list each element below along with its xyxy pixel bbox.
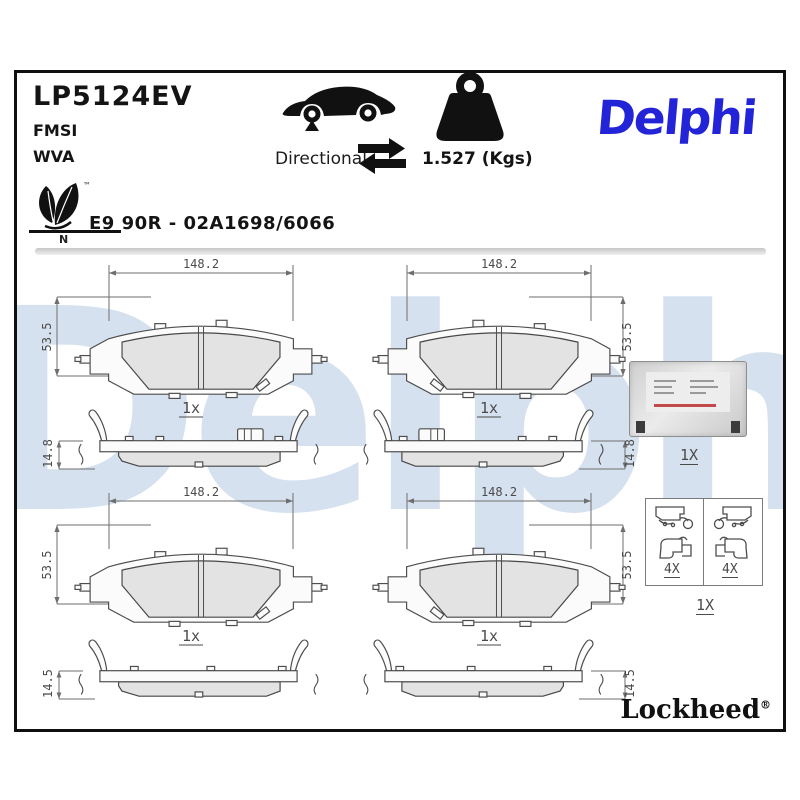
clip-cell-right: 4X	[703, 499, 761, 585]
svg-text:14.5: 14.5	[41, 669, 55, 698]
thickness-dimension: 14.5	[41, 669, 95, 700]
car-silhouette-icon	[282, 86, 396, 131]
section-divider	[35, 248, 766, 255]
part-number: LP5124EV	[33, 81, 193, 112]
eco-n-label: N	[59, 233, 69, 246]
thickness-dimension: 14.5	[579, 669, 637, 700]
packet-seal	[731, 421, 740, 433]
clip-kit-box: 4X 4X	[645, 498, 763, 586]
svg-text:53.5: 53.5	[620, 551, 634, 580]
retainer-clip-icon	[659, 536, 692, 559]
clip-cell-left: 4X	[646, 499, 703, 585]
lockheed-wordmark: Lockheed	[620, 695, 760, 725]
svg-text:148.2: 148.2	[481, 257, 517, 271]
side-view-top-left: 14.8	[41, 409, 319, 470]
clip-kit-block: 4X 4X 1X	[645, 498, 765, 615]
svg-text:148.2: 148.2	[183, 257, 219, 271]
directional-arrows-icon	[358, 138, 406, 174]
abutment-clip-icon	[713, 506, 752, 530]
svg-text:53.5: 53.5	[41, 551, 54, 580]
directional-label: Directional	[275, 149, 367, 169]
side-view-bottom-left: 14.5	[41, 639, 319, 700]
thickness-dimension: 14.8	[41, 439, 95, 470]
side-view-bottom-right: 14.5	[363, 639, 637, 700]
wva-label: WVA	[33, 147, 75, 166]
svg-text:53.5: 53.5	[620, 323, 634, 352]
qty-label: 1x	[480, 627, 498, 645]
front-view-top-left: 148.2 53.5 1x	[41, 257, 328, 418]
packet-seal	[636, 421, 645, 433]
clip-qty-left: 4X	[664, 562, 680, 579]
svg-text:14.8: 14.8	[41, 439, 55, 468]
approval-number: E9 90R - 02A1698/6066	[89, 213, 336, 234]
front-view-bottom-left: 148.2 53.5 1x	[41, 485, 328, 646]
svg-text:148.2: 148.2	[183, 485, 219, 499]
datasheet-page: Delphi LP5124EV FMSI WVA Directional 1.5…	[14, 70, 786, 732]
svg-text:53.5: 53.5	[41, 323, 54, 352]
clip-qty-right: 4X	[722, 562, 738, 579]
trademark-symbol: ™	[83, 181, 91, 190]
weight-value: 1.527 (Kgs)	[422, 149, 533, 169]
qty-label: 1x	[182, 627, 200, 645]
grease-packet-block: 1X	[629, 361, 749, 465]
packet-label	[646, 372, 730, 412]
abutment-clip-icon	[655, 506, 694, 530]
clip-kit-qty-label: 1X	[695, 596, 715, 615]
registered-symbol: ®	[760, 698, 771, 712]
delphi-logo: Delphi	[594, 91, 758, 146]
width-dimension: 148.2 53.5	[406, 257, 634, 377]
eco-leaf-icon	[39, 183, 79, 230]
svg-text:14.8: 14.8	[623, 439, 637, 468]
width-dimension: 148.2 53.5	[41, 485, 294, 605]
front-view-top-right: 148.2 53.5 1x	[372, 257, 634, 418]
svg-text:14.5: 14.5	[623, 669, 637, 698]
eco-underline	[29, 230, 121, 233]
side-view-top-right: 14.8	[363, 409, 637, 470]
thickness-dimension: 14.8	[579, 439, 637, 470]
qty-label: 1x	[182, 399, 200, 417]
packet-qty-label: 1X	[679, 446, 699, 465]
grease-packet-image	[629, 361, 747, 437]
svg-text:148.2: 148.2	[481, 485, 517, 499]
fmsi-label: FMSI	[33, 121, 78, 140]
lockheed-logo: Lockheed®	[620, 695, 771, 725]
retainer-clip-icon	[715, 536, 748, 559]
front-view-bottom-right: 148.2 53.5 1x	[372, 485, 634, 646]
weight-icon	[436, 73, 504, 141]
front-axle-marker-icon	[305, 120, 319, 131]
qty-label: 1x	[480, 399, 498, 417]
